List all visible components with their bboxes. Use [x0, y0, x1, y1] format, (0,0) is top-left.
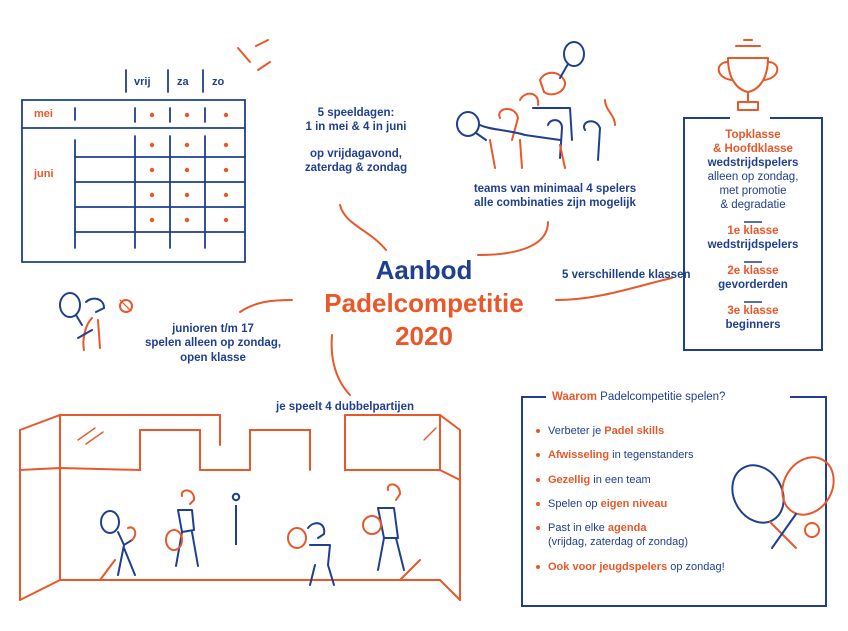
title-line-3: 2020 — [395, 321, 453, 351]
waarom-title-rest: Padelcompetitie spelen? — [596, 391, 726, 403]
calendar-day-vrij: vrij — [134, 76, 151, 88]
net-post — [231, 492, 241, 545]
waarom-title: Waarom Padelcompetitie spelen? — [552, 390, 725, 404]
waarom-title-bold: Waarom — [552, 391, 597, 403]
waarom-item: Spelen op eigen niveau — [536, 497, 776, 511]
waarom-frame — [521, 396, 827, 607]
topklasse-desc-1: wedstrijdspelers — [707, 157, 799, 169]
calendar-day-za: za — [177, 76, 189, 88]
dubbel-text: je speelt 4 dubbelpartijen — [276, 401, 415, 413]
title-line-1: Aanbod — [375, 255, 473, 285]
klasse-2-name: 2e klasse — [727, 265, 779, 277]
waarom-item: Afwisseling in tegenstanders — [536, 448, 776, 462]
crossed-rackets-icon — [731, 456, 835, 549]
calendar-month-juni: juni — [34, 168, 54, 180]
title-line-2: Padelcompetitie — [324, 288, 524, 318]
team-players-illustration — [456, 41, 616, 169]
trophy-icon — [717, 39, 779, 111]
speeldagen-line-3: op vrijdagavond, — [309, 147, 402, 160]
calendar-dots — [149, 112, 229, 223]
calendar-day-zo: zo — [212, 76, 225, 88]
calendar-month-mei: mei — [34, 108, 53, 120]
page-title: Aanbod Padelcompetitie 2020 — [286, 254, 562, 353]
klassen-list: Topklasse & Hoofdklasse wedstrijdspelers… — [690, 128, 816, 332]
speeldagen-line-4: zaterdag & zondag — [304, 162, 408, 175]
court-players — [100, 483, 405, 586]
klasse-1-name: 1e klasse — [727, 225, 779, 237]
speeldagen-text: 5 speeldagen: 1 in mei & 4 in juni op vr… — [286, 106, 426, 176]
topklasse-desc-4: & degradatie — [720, 199, 786, 211]
teams-text: teams van minimaal 4 spelers alle combin… — [455, 182, 655, 211]
connector-dubbel — [330, 334, 351, 396]
connector-junioren — [239, 299, 293, 313]
waarom-item: Verbeter je Padel skills — [536, 424, 776, 438]
speeldagen-line-1: 5 speeldagen: — [317, 107, 395, 119]
klasse-2-desc: gevorderden — [718, 279, 788, 291]
waarom-item: Ook voor jeugdspelers op zondag! — [536, 560, 776, 574]
waarom-list: Verbeter je Padel skills Afwisseling in … — [536, 424, 776, 584]
teams-line-1: teams van minimaal 4 spelers — [473, 183, 637, 195]
klasse-3-name: 3e klasse — [727, 305, 779, 317]
klassen-frame — [683, 117, 823, 351]
calendar-accent-strokes — [237, 39, 271, 71]
junioren-text: junioren t/m 17 spelen alleen op zondag,… — [138, 322, 288, 365]
padel-court-illustration — [19, 413, 461, 601]
topklasse-name-1: Topklasse — [725, 129, 781, 141]
topklasse-desc-3: met promotie — [719, 185, 787, 197]
connector-lines — [239, 204, 673, 396]
klassen-dividers — [744, 221, 762, 303]
waarom-item: Past in elke agenda(vrijdag, zaterdag of… — [536, 521, 776, 550]
junioren-line-1: junioren t/m 17 — [172, 323, 254, 335]
connector-calendar — [339, 204, 387, 251]
calendar-grid — [21, 69, 246, 263]
topklasse-desc-2: alleen op zondag, — [707, 171, 799, 183]
teams-line-2: alle combinaties zijn mogelijk — [474, 197, 636, 210]
connector-teams — [477, 221, 549, 256]
klassen-label: 5 verschillende klassen — [562, 269, 691, 281]
klasse-3-desc: beginners — [725, 319, 781, 331]
speeldagen-line-2: 1 in mei & 4 in juni — [305, 121, 407, 134]
junioren-line-2: spelen alleen op zondag, — [144, 337, 282, 350]
junioren-line-3: open klasse — [180, 351, 246, 364]
waarom-item: Gezellig in een team — [536, 473, 776, 487]
klasse-1-desc: wedstrijdspelers — [707, 239, 799, 251]
junior-player-illustration — [59, 292, 133, 351]
topklasse-name-2: & Hoofdklasse — [713, 143, 793, 155]
connector-klassen — [555, 277, 673, 301]
